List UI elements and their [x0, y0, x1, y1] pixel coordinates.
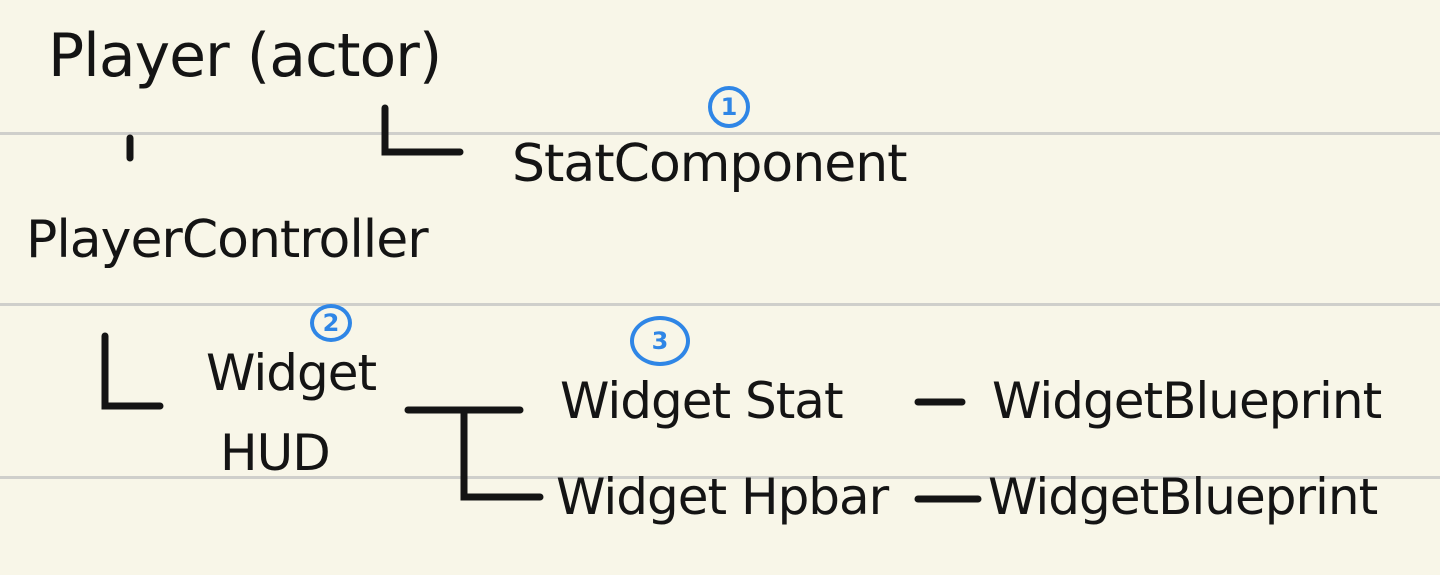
player-controller-label: PlayerController [26, 210, 429, 270]
widget-stat-label: Widget Stat [560, 372, 844, 430]
marker-2: 2 [310, 304, 352, 342]
marker-3: 3 [630, 316, 690, 366]
player-to-statcomponent-elbow [381, 104, 464, 156]
widget-hud-line2-label: HUD [220, 424, 331, 482]
widget-hpbar-label: Widget Hpbar [556, 468, 889, 526]
stat-component-label: StatComponent [512, 134, 908, 194]
marker-1: 1 [708, 86, 750, 128]
player-actor-label: Player (actor) [48, 21, 442, 91]
widget-hud-line1-label: Widget [206, 344, 377, 402]
widget-blueprint-stat-label: WidgetBlueprint [992, 372, 1382, 430]
children-bracket [460, 406, 544, 501]
ruled-line-2 [0, 303, 1440, 306]
ruled-line-3 [0, 476, 1440, 479]
ruled-line-1 [0, 132, 1440, 135]
widget-blueprint-hpbar-label: WidgetBlueprint [988, 468, 1378, 526]
controller-to-widget-elbow [101, 332, 164, 410]
